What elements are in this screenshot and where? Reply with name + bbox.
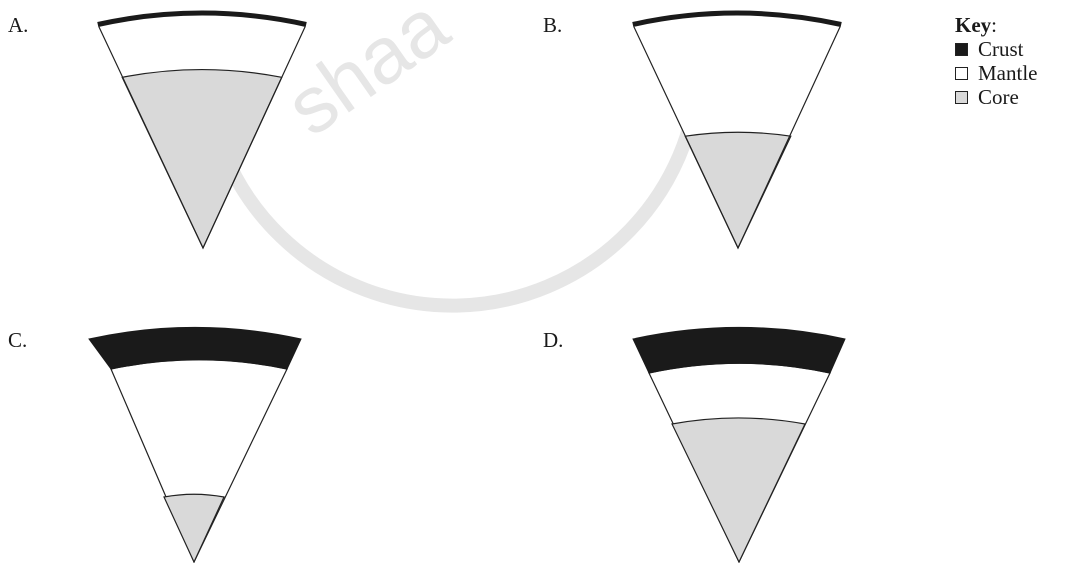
core-swatch: [955, 91, 968, 104]
wedge-c: [89, 327, 301, 562]
wedge-d-core: [672, 418, 805, 562]
key-title-colon: :: [991, 13, 997, 37]
key-item-crust: Crust: [955, 37, 1037, 61]
key-legend: Key: Crust Mantle Core: [955, 13, 1037, 109]
wedge-a-core: [122, 70, 282, 248]
key-item-core: Core: [955, 85, 1037, 109]
wedge-c-core: [164, 494, 224, 562]
key-title-text: Key: [955, 13, 991, 37]
mantle-swatch: [955, 67, 968, 80]
key-title: Key:: [955, 13, 1037, 37]
crust-swatch: [955, 43, 968, 56]
wedge-b-core: [685, 132, 791, 248]
wedge-d: [633, 327, 845, 562]
key-item-mantle: Mantle: [955, 61, 1037, 85]
key-item-label: Crust: [978, 37, 1024, 62]
key-item-label: Mantle: [978, 61, 1037, 86]
key-item-label: Core: [978, 85, 1019, 110]
wedge-b: [633, 13, 841, 248]
wedge-a: [98, 13, 306, 248]
